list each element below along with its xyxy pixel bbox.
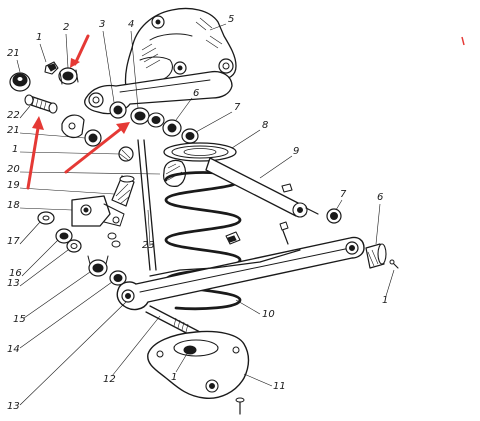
callout-label-c8: 8	[262, 120, 268, 131]
callout-label-c5: 5	[228, 14, 234, 25]
nut-part-1	[44, 61, 59, 75]
small-washer-18	[107, 232, 121, 248]
red-arrow-diagonal	[64, 122, 130, 174]
bushing-part-14	[109, 270, 127, 286]
pivot-pin-part-22	[24, 94, 58, 114]
nut-part-13	[66, 239, 82, 253]
bushing-part-15	[87, 255, 109, 277]
callout-label-c13a: 13	[7, 278, 20, 289]
callout-label-c22: 22	[7, 110, 20, 121]
bushing-part-4	[130, 107, 165, 128]
callout-label-c21b: 21	[7, 125, 20, 136]
callout-label-c2: 2	[63, 22, 69, 33]
bolt-middle	[279, 221, 289, 245]
bump-stop-part-20	[163, 159, 187, 187]
callout-label-c6b: 6	[377, 192, 383, 203]
upper-link-part-9	[205, 157, 319, 218]
bushing-part-2	[58, 67, 79, 85]
bushing-part-3	[109, 101, 127, 119]
red-arrow-left	[26, 116, 44, 190]
nut-near-part-9	[281, 183, 293, 193]
yoke-piece	[61, 114, 85, 139]
bushing-part-6-right	[365, 243, 387, 269]
bushing-part-6-upper	[162, 119, 182, 137]
callout-label-c9: 9	[293, 146, 299, 157]
bushing-part-21-lower	[84, 129, 102, 147]
callout-label-c21a: 21	[7, 48, 20, 59]
red-tick-mark	[461, 36, 465, 46]
callout-label-c19: 19	[7, 180, 20, 191]
strut-rod-part-23	[137, 139, 157, 271]
callout-label-c18: 18	[7, 200, 20, 211]
small-nut-cluster	[225, 231, 241, 245]
callout-label-c16: 16	[9, 268, 22, 279]
callout-label-c13b: 13	[7, 401, 20, 412]
red-arrow-top	[70, 34, 90, 68]
bushing-part-7-right	[326, 208, 342, 224]
callout-label-c15: 15	[13, 314, 26, 325]
leader-lines	[16, 23, 395, 406]
washer-part-16	[55, 228, 73, 244]
callout-label-c11: 11	[273, 381, 286, 392]
callout-label-c1: 1	[36, 32, 42, 43]
callout-label-c7b: 7	[340, 189, 347, 200]
callout-label-c1c: 1	[382, 295, 388, 306]
callout-label-c1b: 1	[12, 144, 18, 155]
bolt-under-plate	[235, 397, 245, 415]
callout-label-c17: 17	[7, 236, 20, 247]
coil-spring-part-10	[164, 171, 242, 311]
ball-joint-nut	[118, 146, 134, 162]
callout-label-c6a: 6	[193, 88, 199, 99]
spring-seat-part-8	[163, 142, 237, 162]
bushing-part-7-upper	[181, 128, 199, 144]
callout-label-c3: 3	[99, 19, 105, 30]
callout-label-c4: 4	[128, 19, 134, 30]
callout-label-c1d: 1	[171, 372, 177, 383]
callout-label-c23: 23	[142, 240, 155, 251]
callout-label-c14: 14	[7, 344, 20, 355]
callout-label-c12: 12	[103, 374, 116, 385]
lower-control-arm	[116, 236, 365, 311]
washer-part-17	[37, 211, 55, 225]
lower-spring-plate-part-11	[147, 330, 250, 399]
pivot-block-part-18	[71, 195, 125, 227]
bushing-part-21-top	[9, 72, 31, 92]
callout-label-c7a: 7	[234, 102, 241, 113]
bump-stop-cone-part-19	[111, 175, 135, 207]
callout-label-c10: 10	[262, 309, 275, 320]
callout-label-c20: 20	[7, 164, 20, 175]
upper-bracket-housing	[124, 7, 237, 104]
bolt-part-1-right	[389, 259, 399, 269]
